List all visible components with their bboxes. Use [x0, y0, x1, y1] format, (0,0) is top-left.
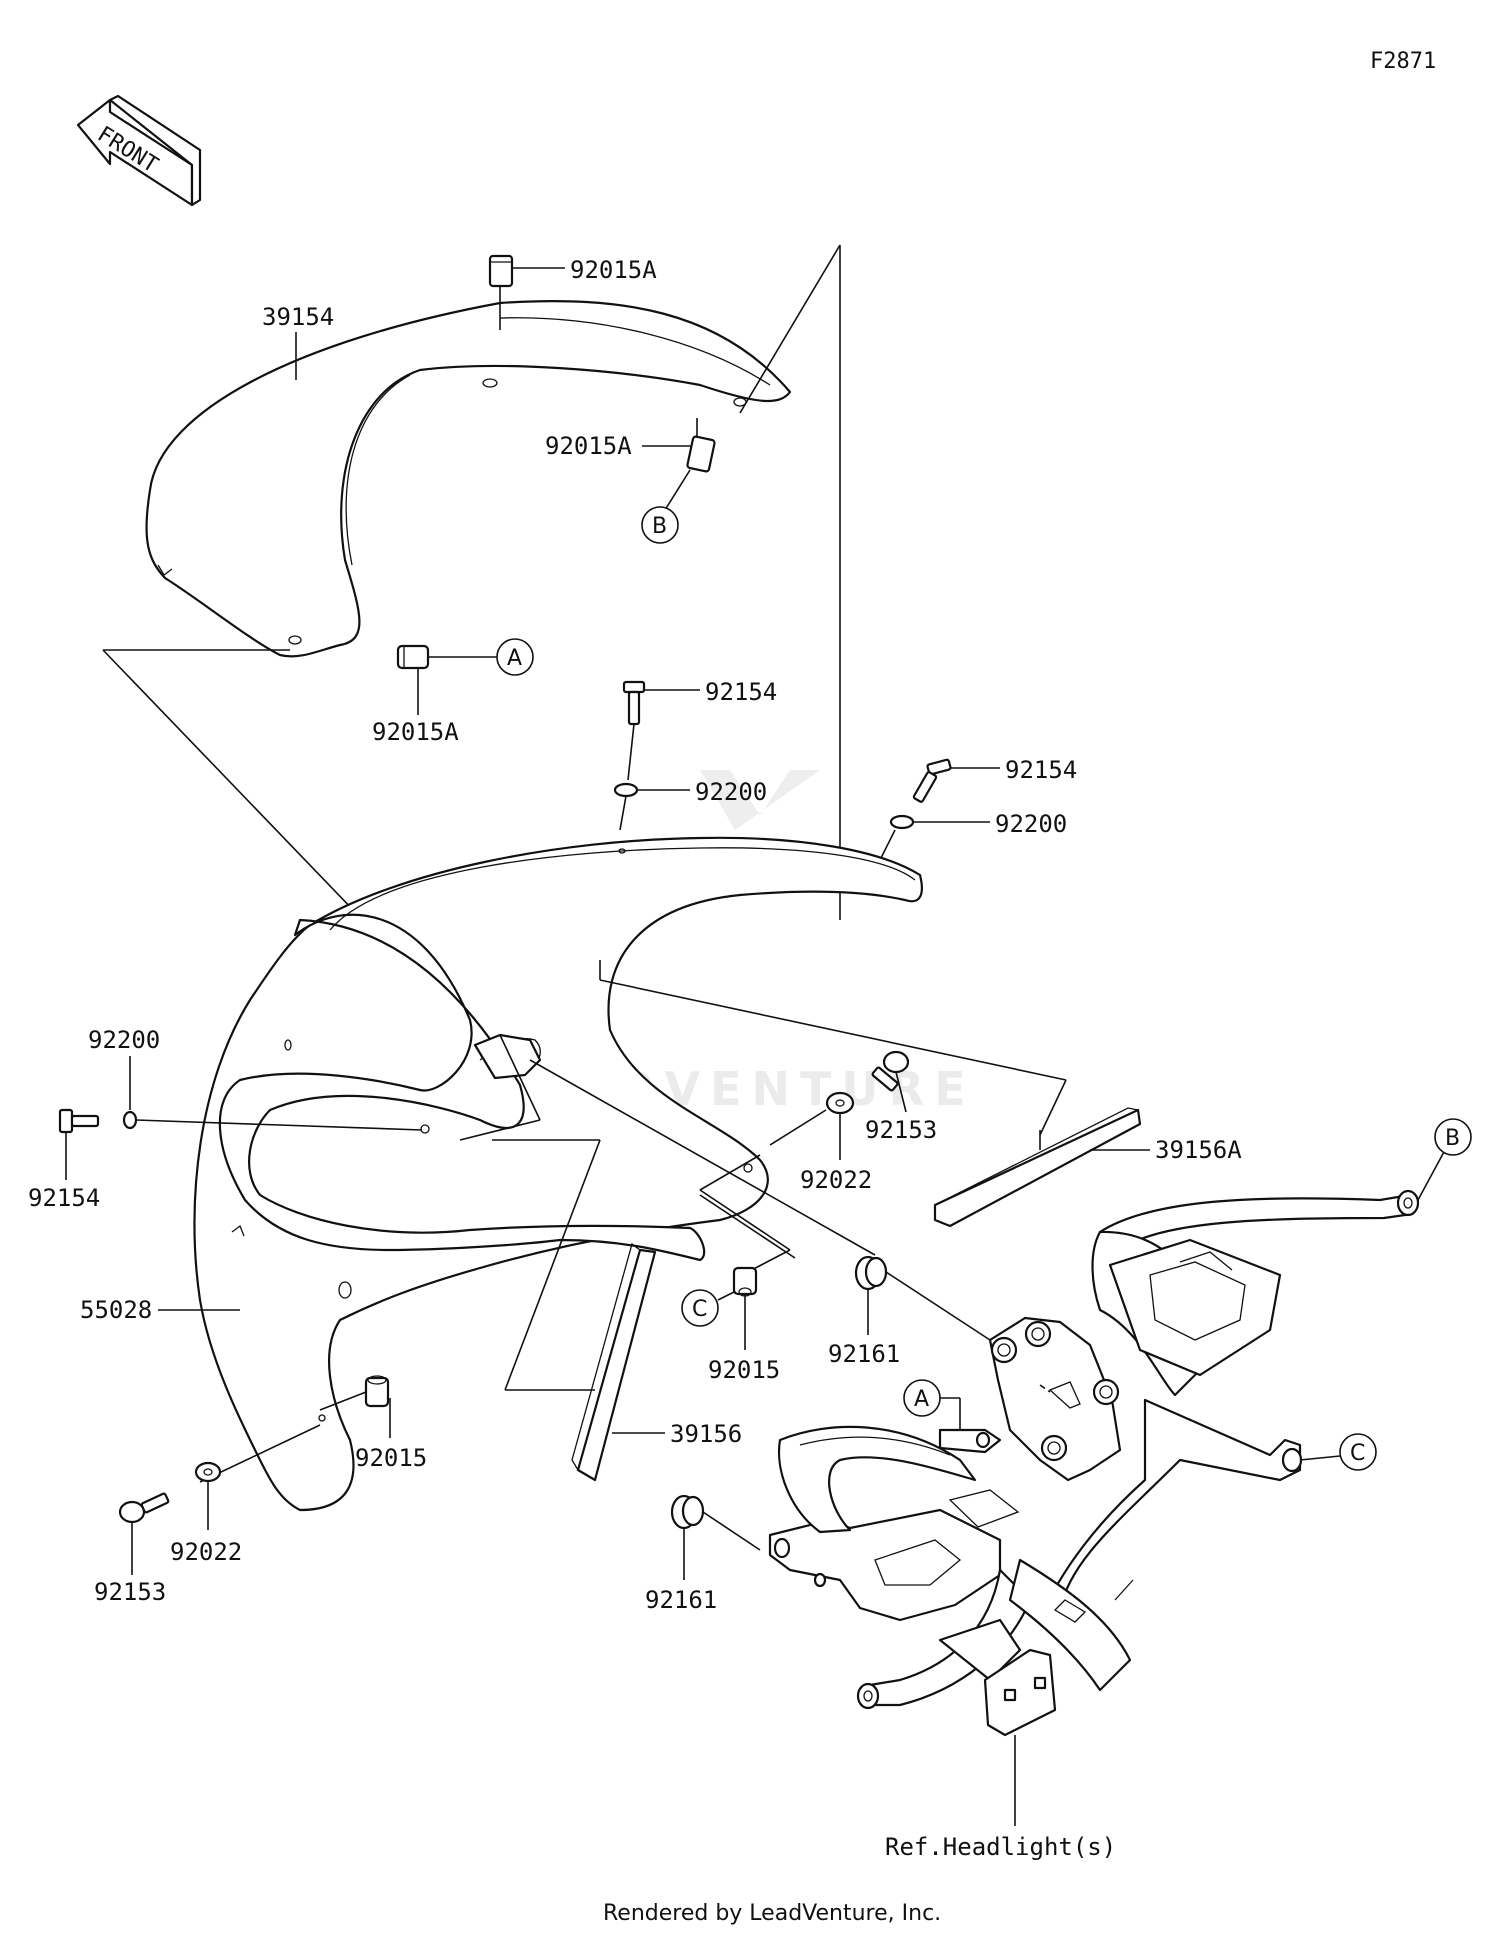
callout-B-right [1434, 1118, 1472, 1156]
label-ref-headlight: Ref.Headlight(s) [885, 1833, 1116, 1861]
label-92154-left: 92154 [28, 1184, 100, 1212]
grommet-92015A-low [396, 644, 430, 670]
windshield-39154 [145, 300, 792, 658]
label-92154-a: 92154 [705, 678, 777, 706]
callout-C-left-text: C [692, 1297, 707, 1322]
grommet-92015-low [364, 1375, 390, 1408]
screw-92154-a [622, 680, 646, 726]
screw-92153-low [118, 1492, 170, 1524]
callout-C-left [681, 1289, 719, 1327]
cowl-bracket-stay [768, 1189, 1420, 1737]
label-39156: 39156 [670, 1420, 742, 1448]
label-92161-mid: 92161 [828, 1340, 900, 1368]
screw-92154-b [912, 758, 952, 803]
label-92015A-low: 92015A [372, 718, 459, 746]
grommet-92161-mid [854, 1255, 888, 1291]
callout-C-right [1339, 1433, 1377, 1471]
watermark-logo-icon [700, 770, 820, 830]
callout-A-upper [496, 638, 534, 676]
screw-92154-left [58, 1108, 100, 1134]
callout-A-upper-text: A [507, 646, 522, 671]
strip-39156A [933, 1107, 1142, 1228]
label-92022-mid: 92022 [800, 1166, 872, 1194]
label-39156A: 39156A [1155, 1136, 1242, 1164]
washer-92022-mid [825, 1091, 855, 1115]
label-92015A-mid: 92015A [545, 432, 632, 460]
callout-B-right-text: B [1445, 1126, 1460, 1151]
label-92154-b: 92154 [1005, 756, 1077, 784]
label-92015-low: 92015 [355, 1444, 427, 1472]
callout-C-right-text: C [1350, 1441, 1365, 1466]
diagram-id: F2871 [1370, 49, 1436, 74]
label-92015-mid: 92015 [708, 1356, 780, 1384]
callout-B-upper-text: B [652, 514, 667, 539]
label-92153-low: 92153 [94, 1578, 166, 1606]
label-92161-low: 92161 [645, 1586, 717, 1614]
footer-credit: Rendered by LeadVenture, Inc. [603, 1901, 941, 1926]
label-92200-b: 92200 [995, 810, 1067, 838]
callout-B-upper [641, 506, 679, 544]
label-92153-mid: 92153 [865, 1116, 937, 1144]
grommet-92015A-mid [686, 435, 716, 473]
grommet-92015-mid [732, 1266, 758, 1297]
washer-92200-b [889, 814, 915, 830]
front-arrow-icon: FRONT [76, 94, 202, 207]
label-92015A-top: 92015A [570, 256, 657, 284]
label-39154: 39154 [262, 303, 334, 331]
screw-92153-mid [871, 1050, 910, 1092]
strip-39156 [571, 1242, 657, 1482]
washer-92022-low [194, 1461, 222, 1483]
grommet-92161-low [670, 1494, 705, 1530]
upper-cowl-55028 [193, 836, 923, 1512]
washer-92200-a [613, 782, 639, 798]
callout-A-lower-text: A [914, 1387, 929, 1412]
label-92022-low: 92022 [170, 1538, 242, 1566]
washer-92200-left [122, 1110, 138, 1130]
grommet-92015A-top [488, 254, 514, 288]
label-92200-a: 92200 [695, 778, 767, 806]
label-55028: 55028 [80, 1296, 152, 1324]
label-92200-left: 92200 [88, 1026, 160, 1054]
